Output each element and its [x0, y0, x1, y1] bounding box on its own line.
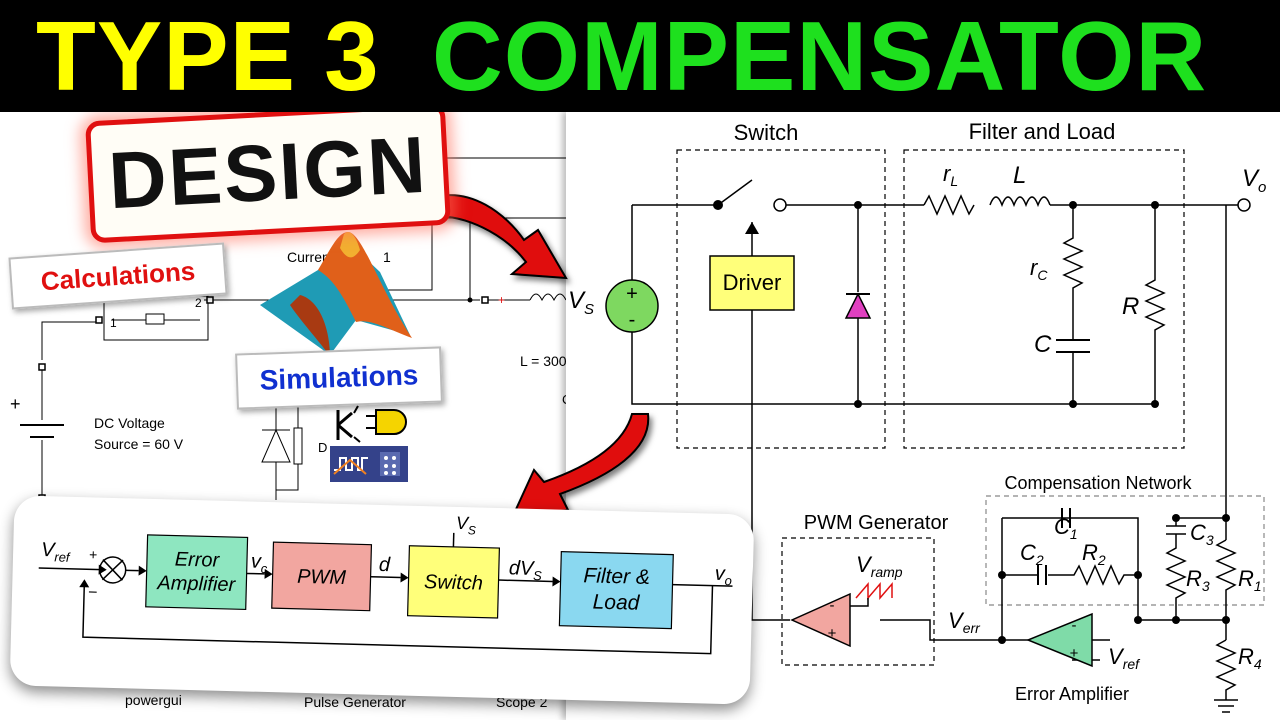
port-1-label: 1: [110, 316, 117, 330]
ea-plus: +: [1070, 645, 1079, 662]
matlab-logo: [260, 231, 412, 356]
r2-label: R2: [1082, 540, 1106, 568]
dc-source-label-2: Source = 60 V: [94, 436, 184, 452]
filter-load-block: [558, 551, 674, 630]
d-label: d: [379, 554, 392, 576]
vs-label: VS: [568, 287, 594, 318]
sum-minus: −: [88, 584, 98, 601]
driver-block: [709, 255, 795, 311]
c3-label: C3: [1190, 520, 1214, 548]
compensation-network-title: Compensation Network: [1004, 473, 1192, 493]
r3-label: R3: [1186, 566, 1210, 594]
filter-label-2: Load: [592, 591, 641, 615]
source-plus: +: [626, 283, 638, 305]
rc-label: rC: [1030, 255, 1048, 283]
polarity-plus: +: [498, 293, 505, 307]
ea-minus: -: [1072, 617, 1077, 634]
pwm-minus: -: [830, 597, 835, 614]
dc-source-label-1: DC Voltage: [94, 415, 165, 431]
simscape-icons: [330, 402, 408, 482]
error-amplifier-icon: [1026, 612, 1093, 668]
pulse-generator-label: Pulse Generator: [304, 694, 406, 710]
powergui-label: powergui: [125, 692, 182, 708]
driver-label: Driver: [723, 270, 782, 295]
switch-label: Switch: [424, 571, 483, 595]
inductance-label: L = 300: [520, 353, 567, 369]
r4-label: R4: [1238, 644, 1262, 672]
design-label: DESIGN: [106, 119, 430, 226]
vs-input-label: VS: [456, 513, 477, 538]
r-label: R: [1122, 293, 1139, 320]
design-badge: DESIGN: [85, 102, 451, 244]
error-amplifier-block: [145, 534, 249, 611]
vramp-label: Vramp: [856, 552, 903, 580]
pwm-plus: +: [828, 625, 837, 642]
vref-input-label: Vref: [41, 539, 72, 565]
simulations-label: Simulations: [259, 359, 419, 396]
compensation-network-box: [985, 495, 1265, 606]
dc-plus-sign: +: [10, 394, 21, 414]
filter-load-title: Filter and Load: [969, 119, 1116, 144]
pwm-label: PWM: [297, 566, 347, 589]
r1-label: R1: [1238, 566, 1262, 594]
pwm-block: [271, 541, 373, 612]
switch-box: [676, 149, 886, 449]
diode-icon: [844, 292, 872, 319]
filter-label-1: Filter &: [583, 564, 650, 589]
vo-output-label: vo: [714, 563, 732, 588]
vref-label: Vref: [1108, 644, 1141, 672]
current-meas-suffix: 1: [383, 249, 391, 265]
c-label: C: [1034, 331, 1052, 358]
vo-label: Vo: [1242, 165, 1266, 196]
error-amp-label-2: Amplifier: [156, 572, 237, 596]
title-compensator: COMPENSATOR: [432, 1, 1208, 111]
title-type3: TYPE 3: [36, 1, 380, 111]
verr-label: Verr: [948, 608, 981, 636]
filter-load-box: [903, 149, 1185, 449]
vc-label: vc: [251, 551, 269, 576]
error-amp-label-1: Error: [174, 549, 220, 572]
simulations-badge: Simulations: [235, 346, 443, 410]
c2-label: C2: [1020, 540, 1044, 568]
source-minus: -: [629, 309, 636, 331]
dvs-label: dVS: [509, 557, 543, 583]
port-2-label: 2: [195, 296, 202, 310]
pwm-generator-title: PWM Generator: [804, 512, 949, 534]
diode-label: D: [318, 440, 327, 455]
title-bar: TYPE 3 COMPENSATOR: [0, 0, 1280, 112]
pwm-comparator-icon: [790, 592, 851, 648]
c1-label: C1: [1054, 514, 1078, 542]
error-amplifier-title: Error Amplifier: [1015, 684, 1129, 704]
sum-plus: +: [89, 546, 98, 562]
control-block-diagram: Error Amplifier PWM Switch Filter & Load…: [9, 495, 755, 705]
rl-label: rL: [943, 161, 958, 189]
pwm-generator-box: [781, 537, 935, 666]
switch-title: Switch: [734, 120, 799, 145]
source-vs-icon: [605, 279, 659, 333]
l-label: L: [1013, 162, 1026, 189]
switch-block: [406, 545, 501, 619]
